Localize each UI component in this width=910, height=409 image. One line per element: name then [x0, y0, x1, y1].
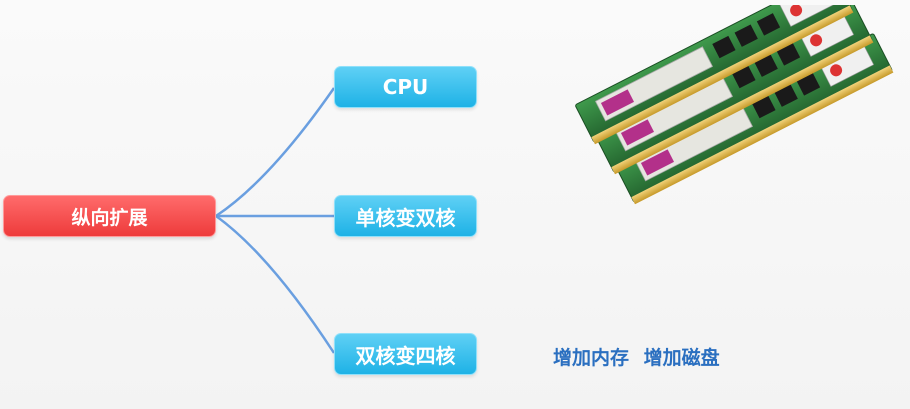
ram-stick-3	[615, 33, 894, 205]
caption: 增加内存 增加磁盘	[553, 343, 728, 370]
ram-stick-1	[575, 5, 854, 145]
root-node-vertical-scaling: 纵向扩展	[3, 195, 216, 237]
memory-modules-image	[575, 5, 894, 205]
child-node-cpu: CPU	[334, 66, 477, 108]
child-node-single-to-dual-core: 单核变双核	[334, 195, 477, 237]
root-node-label: 纵向扩展	[71, 206, 148, 229]
caption-add-disk: 增加磁盘	[643, 347, 720, 369]
child-node-dual-to-quad-core: 双核变四核	[334, 333, 477, 375]
ram-stick-2	[595, 5, 874, 175]
connector-root-cpu	[215, 87, 336, 218]
connector-root-quad-core	[215, 214, 336, 354]
caption-add-memory: 增加内存	[553, 347, 630, 369]
child-node-label: 单核变双核	[355, 205, 456, 230]
child-node-label: 双核变四核	[355, 343, 456, 368]
child-node-label: CPU	[382, 75, 429, 99]
